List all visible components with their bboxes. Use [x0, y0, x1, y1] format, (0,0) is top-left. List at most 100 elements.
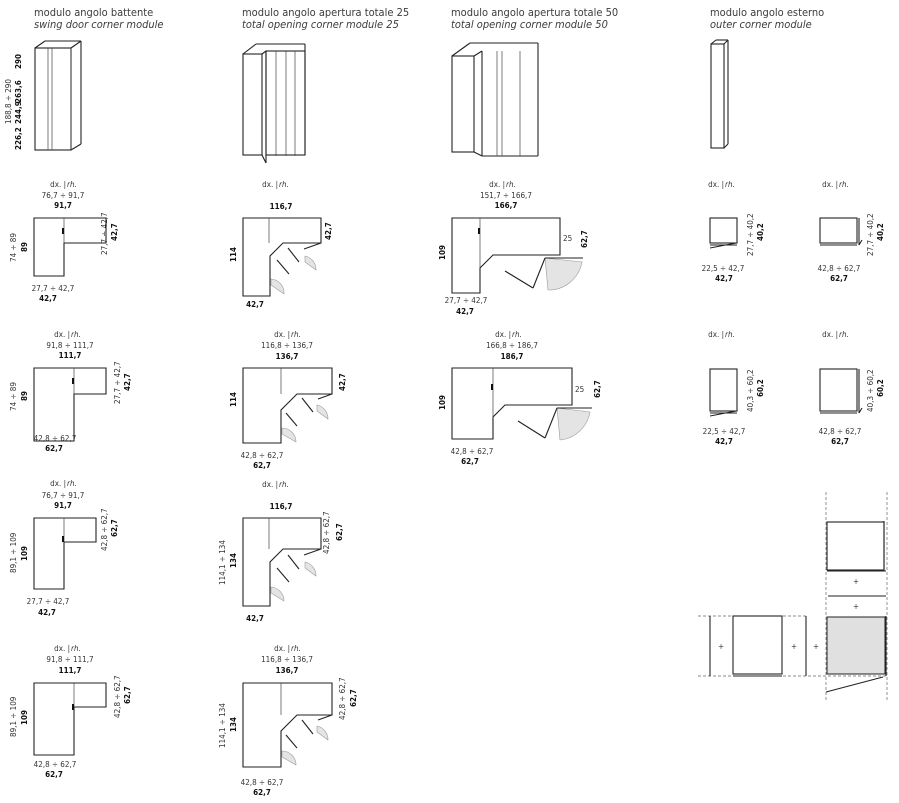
side-value: 40,2	[756, 223, 765, 241]
plan-swing-4	[33, 682, 107, 756]
side-label-prefix: dx. |	[708, 180, 724, 189]
bottom-range: 42,8 ÷ 62,7	[34, 434, 77, 443]
side-label-suffix: rh.	[506, 180, 516, 189]
side-range: 40,3 ÷ 60,2	[866, 369, 875, 412]
column-title: modulo angolo apertura totale 50	[451, 6, 619, 19]
elevation-outer	[710, 39, 729, 149]
column-title: modulo angolo battente	[34, 6, 154, 19]
side-value: 62,7	[593, 380, 602, 398]
column-header-outer: modulo angolo esterno outer corner modul…	[710, 7, 824, 31]
side-range: 27,7 ÷ 40,2	[746, 213, 755, 256]
column-header-total-50: modulo angolo apertura totale 50 total o…	[451, 7, 618, 31]
plan-outer-1	[709, 217, 738, 249]
side-value: 62,7	[349, 689, 358, 707]
plan-total25-3	[242, 517, 322, 607]
side-label-suffix: rh.	[839, 330, 849, 339]
column-header-total-25: modulo angolo apertura totale 25 total o…	[242, 7, 409, 31]
depth-range: 74 ÷ 89	[9, 382, 18, 411]
bottom-value: 62,7	[253, 788, 271, 797]
plus-sign: +	[791, 642, 797, 651]
bottom-value: 62,7	[461, 457, 479, 466]
side-label-suffix: rh.	[839, 180, 849, 189]
side-label-prefix: dx. |	[50, 479, 66, 488]
bottom-value: 62,7	[45, 770, 63, 779]
side-range: 42,8 ÷ 62,7	[338, 677, 347, 720]
side-range: 42,8 ÷ 62,7	[322, 511, 331, 554]
side-label-prefix: dx. |	[54, 330, 70, 339]
bottom-value: 42,7	[456, 307, 474, 316]
side-value: 62,7	[123, 686, 132, 704]
width-range: 151,7 ÷ 166,7	[480, 191, 532, 200]
side-label-prefix: dx. |	[489, 180, 505, 189]
side-value: 62,7	[335, 523, 344, 541]
side-label-suffix: rh.	[279, 180, 289, 189]
side-label-suffix: rh.	[71, 330, 81, 339]
depth-value: 114	[229, 392, 238, 407]
plus-sign: +	[853, 577, 859, 586]
column-subtitle: total opening corner module 50	[451, 18, 608, 31]
column-title: modulo angolo apertura totale 25	[242, 6, 410, 19]
side-label-prefix: dx. |	[822, 180, 838, 189]
depth-value: 109	[438, 245, 447, 260]
depth-range: 89,1 ÷ 109	[9, 696, 18, 737]
bottom-value: 42,7	[39, 294, 57, 303]
width-value: 136,7	[276, 666, 299, 675]
opening-value: 25	[563, 234, 572, 243]
side-label-prefix: dx. |	[708, 330, 724, 339]
bottom-range: 42,8 ÷ 62,7	[818, 264, 861, 273]
depth-range: 74 ÷ 89	[9, 233, 18, 262]
bottom-range: 42,8 ÷ 62,7	[241, 451, 284, 460]
side-label-prefix: dx. |	[822, 330, 838, 339]
side-value: 62,7	[580, 230, 589, 248]
depth-value: 89	[20, 242, 29, 252]
elevation-range: 188,8 ÷ 290	[4, 79, 13, 124]
side-label-prefix: dx. |	[50, 180, 66, 189]
side-label-suffix: rh.	[512, 330, 522, 339]
plan-swing-2	[33, 367, 107, 442]
depth-range: 114,1 ÷ 134	[218, 703, 227, 748]
side-value: 42,7	[324, 222, 333, 240]
bottom-value: 42,7	[246, 614, 264, 623]
depth-value: 109	[438, 395, 447, 410]
bottom-range: 22,5 ÷ 42,7	[703, 427, 746, 436]
side-label-suffix: rh.	[725, 330, 735, 339]
width-range: 91,8 ÷ 111,7	[46, 655, 93, 664]
side-label-prefix: dx. |	[274, 330, 290, 339]
side-label-suffix: rh.	[291, 644, 301, 653]
depth-value: 89	[20, 391, 29, 401]
depth-value: 114	[229, 247, 238, 262]
side-value: 42,7	[338, 373, 347, 391]
plan-total25-2	[242, 367, 333, 444]
side-range: 27,7 ÷ 42,7	[100, 212, 109, 255]
bottom-value: 42,7	[246, 300, 264, 309]
side-label-suffix: rh.	[67, 180, 77, 189]
width-value: 116,7	[270, 502, 293, 511]
depth-range: 114,1 ÷ 134	[218, 540, 227, 585]
width-value: 111,7	[59, 351, 82, 360]
elevation-swing	[34, 40, 82, 151]
bottom-range: 27,7 ÷ 42,7	[445, 296, 488, 305]
elevation-height-290: 290	[14, 54, 23, 69]
side-value: 42,7	[123, 373, 132, 391]
bottom-value: 42,7	[715, 274, 733, 283]
opening-value: 25	[575, 385, 584, 394]
elevation-total-50	[451, 42, 539, 157]
column-subtitle: swing door corner module	[34, 18, 164, 31]
plan-outer-2	[819, 217, 863, 246]
width-value: 91,7	[54, 201, 72, 210]
bottom-value: 62,7	[830, 274, 848, 283]
plus-sign: +	[853, 602, 859, 611]
bottom-range: 42,8 ÷ 62,7	[819, 427, 862, 436]
column-subtitle: total opening corner module 25	[242, 18, 399, 31]
plus-sign: +	[718, 642, 724, 651]
width-range: 76,7 ÷ 91,7	[42, 491, 85, 500]
side-value: 60,2	[756, 379, 765, 397]
side-label-prefix: dx. |	[274, 644, 290, 653]
depth-value: 134	[229, 553, 238, 568]
bottom-range: 42,8 ÷ 62,7	[241, 778, 284, 787]
bottom-value: 42,7	[715, 437, 733, 446]
width-value: 111,7	[59, 666, 82, 675]
side-range: 27,7 ÷ 42,7	[113, 361, 122, 404]
side-range: 42,8 ÷ 62,7	[113, 675, 122, 718]
width-value: 186,7	[501, 352, 524, 361]
